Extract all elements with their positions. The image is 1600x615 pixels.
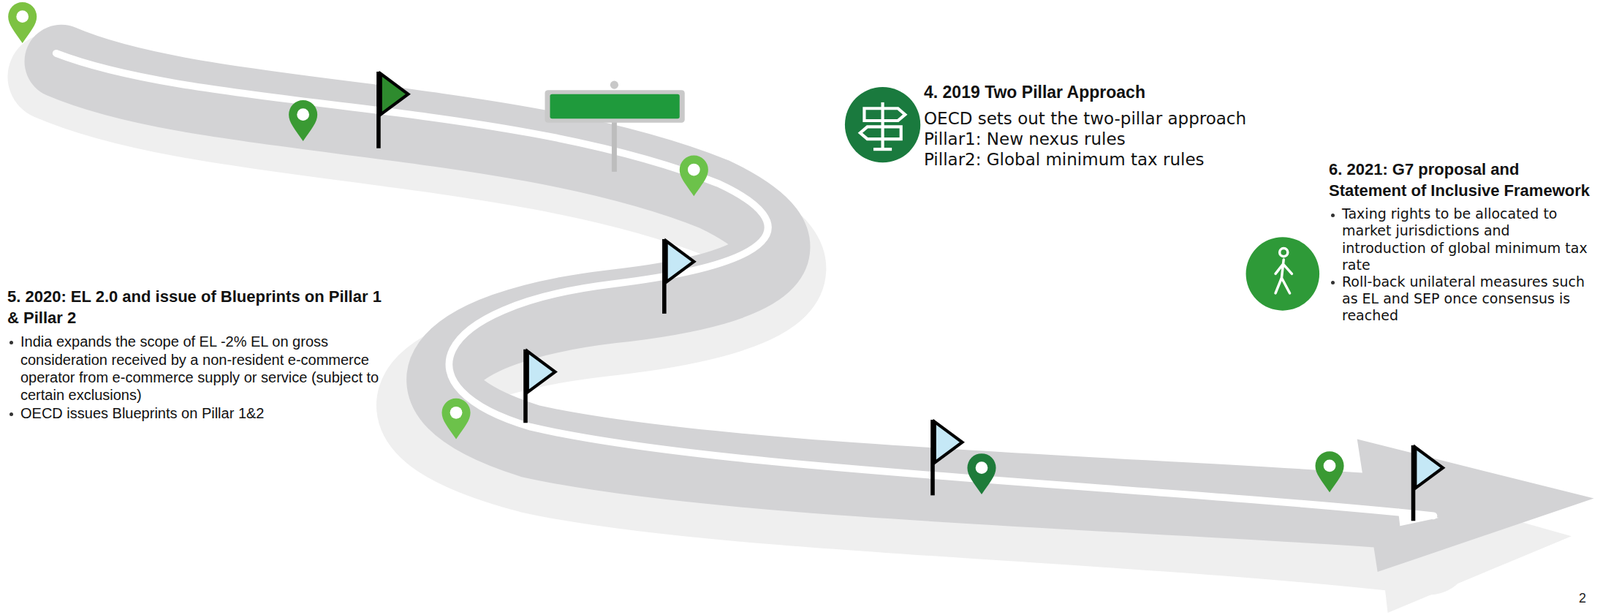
milestone-heading: 5. 2020: EL 2.0 and issue of Blueprints … <box>7 286 384 329</box>
bullet-list: India expands the scope of EL -2% EL on … <box>7 332 384 422</box>
sign-frame <box>544 89 685 123</box>
map-pin <box>288 100 318 142</box>
map-pin <box>441 398 470 440</box>
map-pin <box>1315 450 1345 492</box>
flag <box>378 71 408 149</box>
bullet-list: Taxing rights to be allocated to market … <box>1328 205 1594 324</box>
milestone-heading: 4. 2019 Two Pillar Approach <box>923 81 1323 104</box>
sign-board <box>549 94 680 120</box>
milestone-block: 6. 2021: G7 proposal and Statement of In… <box>1328 159 1594 324</box>
milestone-block: 5. 2020: EL 2.0 and issue of Blueprints … <box>7 286 384 422</box>
bullet-text: Taxing rights to be allocated to market … <box>1328 205 1594 274</box>
walker-icon <box>1246 236 1321 311</box>
road-arrow-head <box>1357 439 1595 572</box>
signpost-icon <box>844 86 921 163</box>
road <box>61 61 1409 513</box>
bullet-text: India expands the scope of EL -2% EL on … <box>7 332 384 405</box>
milestone-heading: 6. 2021: G7 proposal and Statement of In… <box>1328 159 1594 202</box>
body-text: OECD sets out the two-pillar approach <box>923 108 1323 129</box>
map-pin <box>8 2 37 44</box>
milestone-block: 4. 2019 Two Pillar ApproachOECD sets out… <box>923 81 1323 170</box>
map-pin <box>967 453 996 495</box>
map-pin <box>679 154 709 196</box>
sign-knob <box>610 81 619 90</box>
body-text: Pillar1: New nexus rules <box>923 128 1323 150</box>
bullet-text: OECD issues Blueprints on Pillar 1&2 <box>7 404 384 422</box>
flag <box>932 419 962 495</box>
flag <box>664 239 694 314</box>
body-text: Pillar2: Global minimum tax rules <box>923 149 1323 170</box>
road-stripe <box>56 53 1435 516</box>
stripe-head <box>1398 508 1440 527</box>
flag <box>1413 445 1443 521</box>
page-number: 2 <box>1578 590 1587 606</box>
flag <box>525 349 555 424</box>
bullet-text: Roll-back unilateral measures such as EL… <box>1328 273 1594 325</box>
